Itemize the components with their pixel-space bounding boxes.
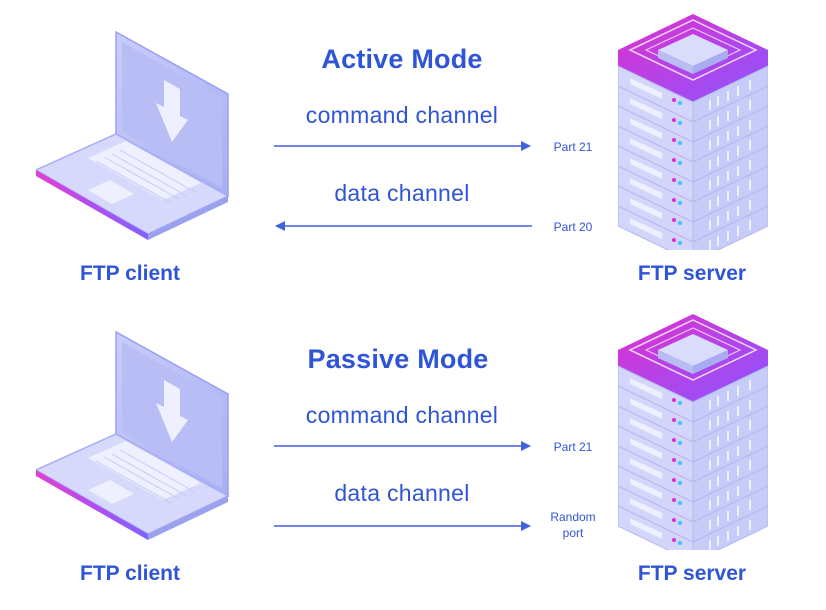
passive-data-port-line1: Random (550, 510, 596, 524)
active-client-label: FTP client (80, 262, 180, 285)
passive-client-label: FTP client (80, 562, 180, 585)
passive-command-channel-label: command channel (305, 402, 499, 428)
active-command-port-label: Part 21 (553, 140, 593, 154)
passive-command-arrow (274, 441, 531, 451)
active-data-port-label: Part 20 (553, 220, 593, 234)
passive-mode-panel: Passive Mode command channel Part 21 dat… (0, 300, 826, 600)
server-rack-icon (618, 314, 768, 550)
active-command-arrow (274, 141, 531, 151)
passive-data-port-line2: port (562, 526, 584, 540)
passive-data-port-label: Random port (533, 509, 613, 541)
active-mode-panel: Active Mode command channel Part 21 data… (0, 0, 826, 300)
passive-data-channel-label: data channel (334, 480, 470, 506)
passive-command-port-label: Part 21 (553, 440, 593, 454)
active-data-arrow (275, 221, 532, 231)
passive-data-arrow (274, 521, 531, 531)
server-rack-icon (618, 14, 768, 250)
active-server-label: FTP server (637, 262, 747, 285)
active-mode-title: Active Mode (321, 44, 483, 74)
passive-mode-title: Passive Mode (307, 344, 489, 374)
passive-server-label: FTP server (637, 562, 747, 585)
active-command-channel-label: command channel (305, 102, 499, 128)
active-data-channel-label: data channel (334, 180, 470, 206)
